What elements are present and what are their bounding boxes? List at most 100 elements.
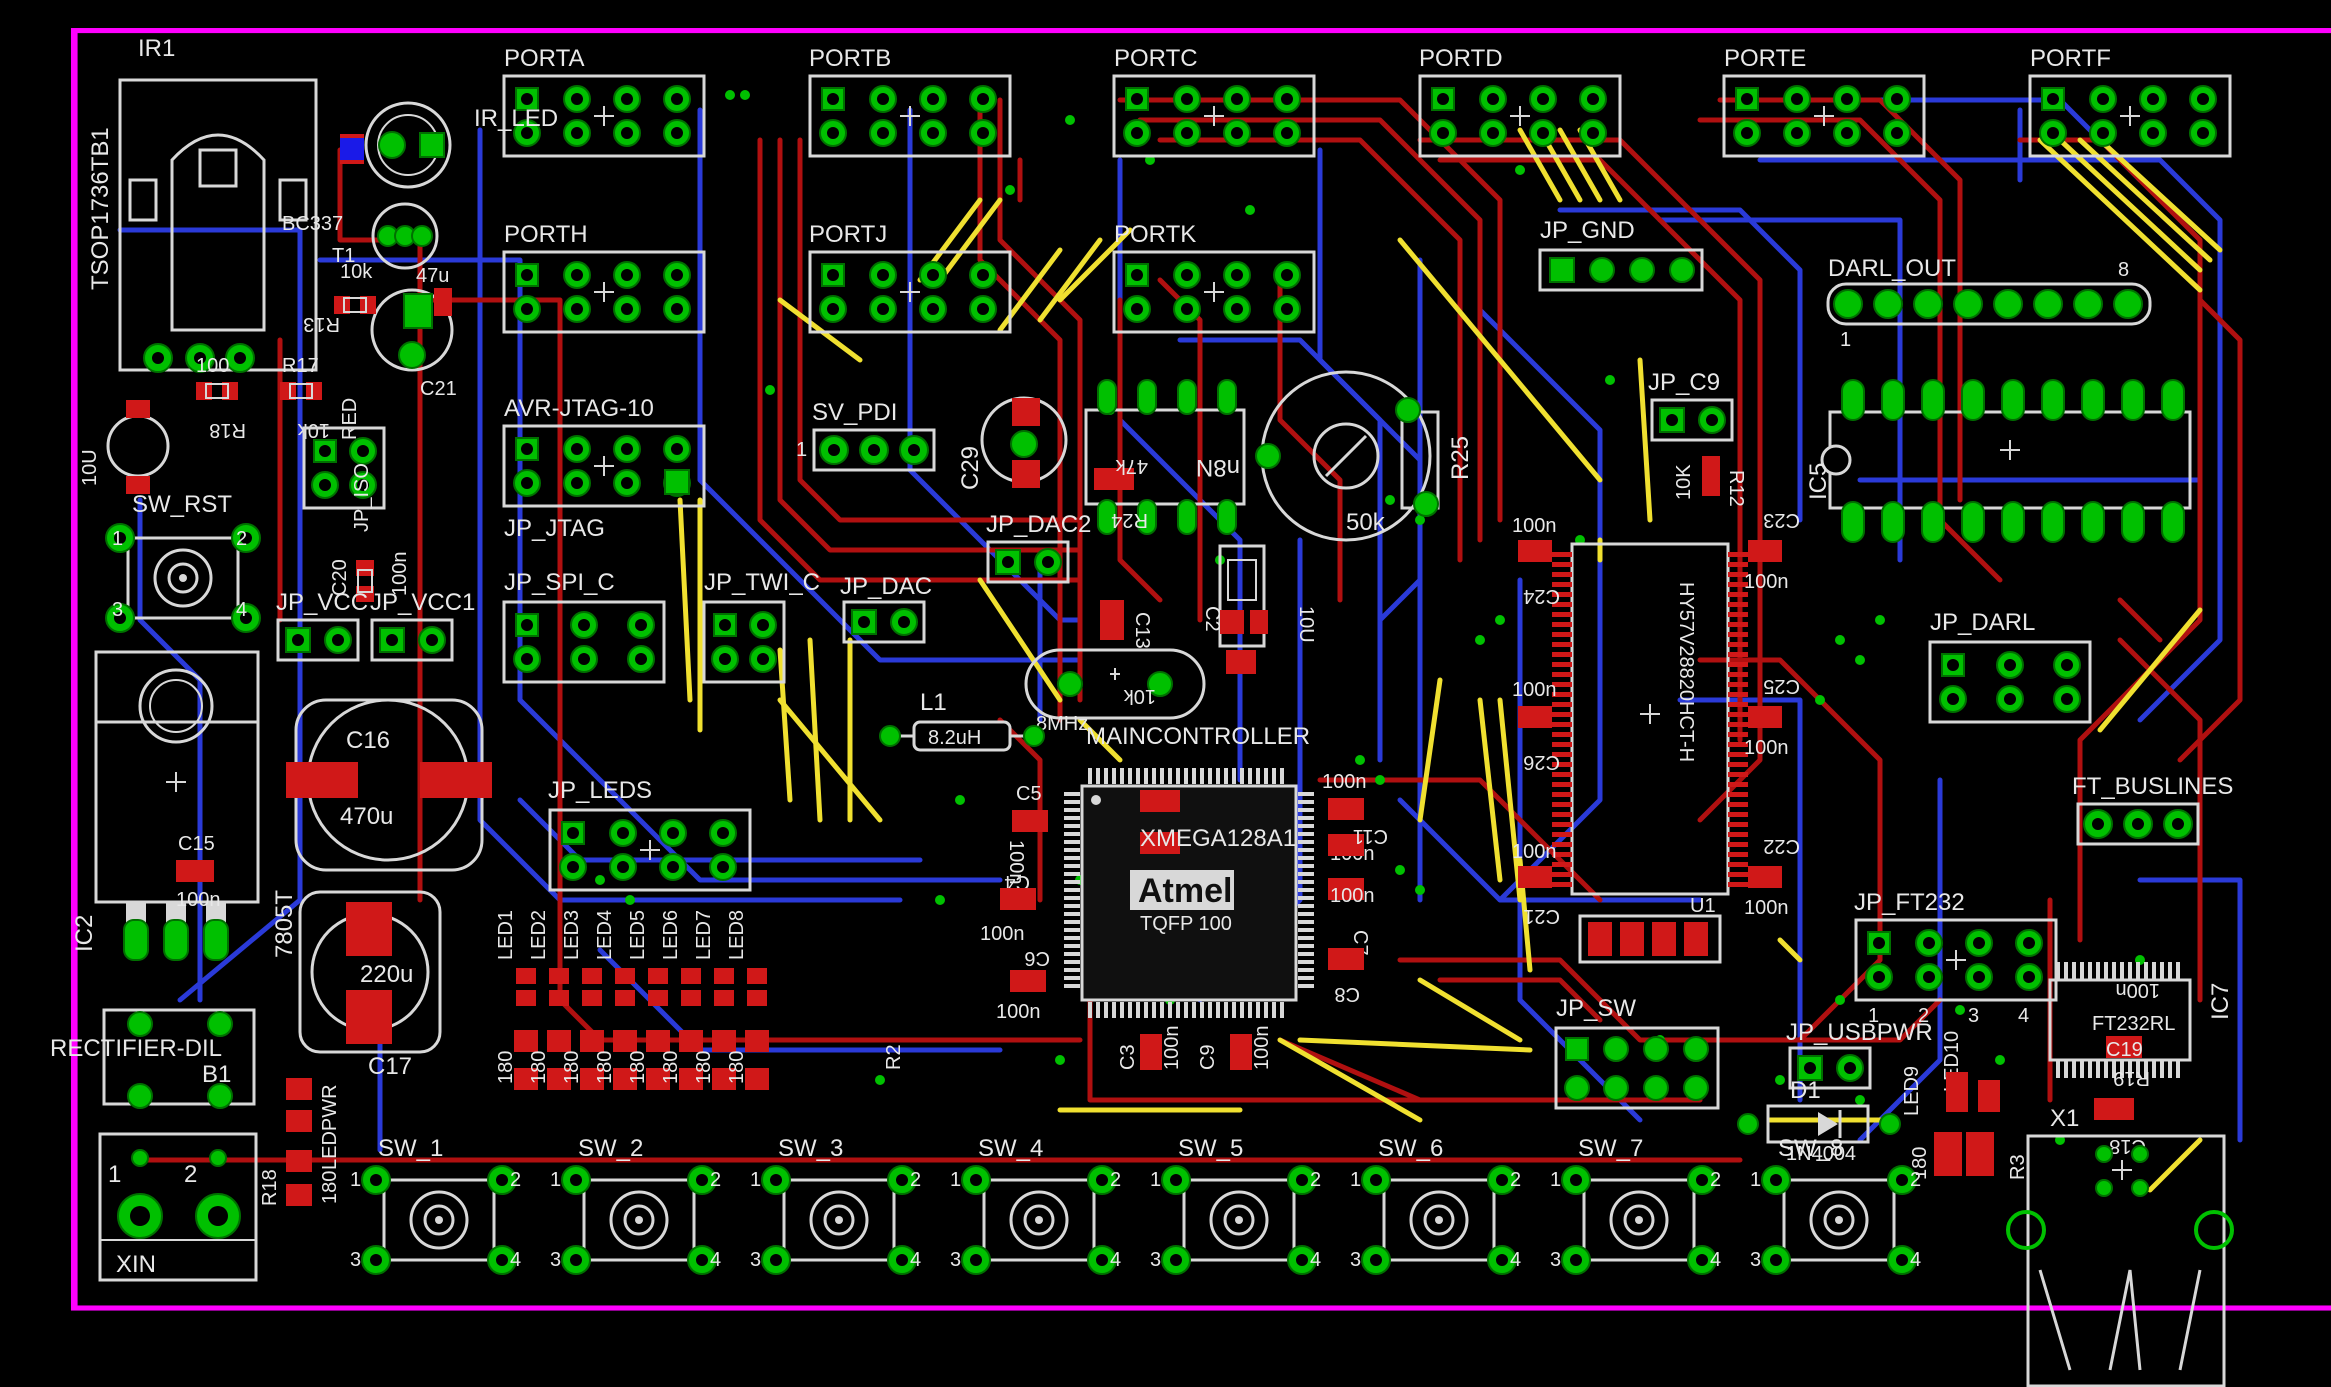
svg-text:2: 2	[710, 1169, 721, 1191]
ic7-label: IC7	[2207, 983, 2234, 1020]
rectifier-b1: RECTIFIER-DIL B1	[50, 1008, 256, 1109]
led-resistor-label: 180	[726, 1051, 748, 1084]
svg-text:4: 4	[1710, 1249, 1721, 1271]
r180-led9-label: 180	[1909, 1147, 1931, 1180]
jp-darl: JP_DARL	[1928, 609, 2092, 724]
switch-label: SW_6	[1378, 1135, 1443, 1162]
voltage-regulator-ic2: C15 100n IC2 7805T	[71, 650, 298, 961]
svg-text:1: 1	[550, 1169, 561, 1191]
svg-text:4: 4	[1910, 1249, 1921, 1271]
d1-label: D1	[1790, 1077, 1821, 1104]
svg-text:1: 1	[1150, 1169, 1161, 1191]
c9-label: C9	[1197, 1044, 1219, 1070]
c6-label: C6	[1024, 947, 1050, 969]
r2-label: R2	[883, 1044, 905, 1070]
r13-label: R13	[303, 313, 340, 335]
svg-text:4: 4	[236, 599, 247, 621]
jp-leds-label: JP_LEDS	[548, 777, 652, 804]
svg-text:3: 3	[1750, 1249, 1761, 1271]
svg-text:1: 1	[1750, 1169, 1761, 1191]
svg-text:3: 3	[350, 1249, 361, 1271]
c470u-label: 470u	[340, 803, 393, 830]
jp-jtag-label: JP_JTAG	[504, 515, 605, 542]
c17-label: C17	[368, 1053, 412, 1080]
atmel-logo: Atmel	[1138, 872, 1232, 910]
ic-op-amp: n8N 47k R24	[1084, 379, 1246, 535]
capacitor-c16: C16 470u	[286, 698, 492, 872]
c25-value: 100n	[1744, 737, 1789, 759]
port-headers: PORTA IR_LED PORTB PORTC PORTD PORTE POR…	[474, 45, 2232, 334]
reset-area: 10U SW_RST 1 2 3 4	[79, 400, 262, 634]
jp-vcc-label: JP_VCC	[276, 589, 368, 616]
ir-receiver-ir1: IR1 TSOP1736TB1	[87, 35, 318, 373]
l1-label: L1	[920, 689, 947, 716]
svg-text:4: 4	[910, 1249, 921, 1271]
svg-text:3: 3	[1150, 1249, 1161, 1271]
r47k-label: 47k	[1115, 455, 1148, 477]
svg-text:3: 3	[1550, 1249, 1561, 1271]
r10k-d-label: 10k	[1123, 685, 1156, 707]
jp-gnd: JP_GND	[1538, 217, 1704, 292]
led-resistor-label: 180	[594, 1051, 616, 1084]
ft232rl-ic7: FT232RL 100n C19 IC7 R19 C18	[2048, 962, 2234, 1157]
c8-label: C8	[1334, 983, 1360, 1005]
led-resistor-label: 180	[693, 1051, 715, 1084]
led-label: LED4	[594, 910, 616, 960]
c11-label: C11	[1353, 825, 1388, 847]
b1-label: B1	[202, 1061, 231, 1088]
u1-label: U1	[1690, 895, 1716, 917]
jp-twi-c-label: JP_TWI_C	[704, 569, 820, 596]
jp-vcc1-label: JP_VCC1	[370, 589, 475, 616]
darl-pin8: 8	[2118, 259, 2129, 281]
maincontroller-label: MAINCONTROLLER	[1086, 723, 1310, 750]
r100-label: 100	[196, 355, 229, 377]
led-label: LED1	[495, 910, 517, 960]
svg-text:2: 2	[1910, 1169, 1921, 1191]
c21-label: C21	[420, 378, 457, 400]
svg-text:4: 4	[1110, 1249, 1121, 1271]
c19-label: C19	[2106, 1039, 2143, 1061]
c24-label: C24	[1523, 585, 1560, 607]
led-resistor-label: 180	[561, 1051, 583, 1084]
svg-text:2: 2	[1310, 1169, 1321, 1191]
tantalum-cap: 10U C2	[1201, 544, 1317, 674]
n4004-label: 1N4004	[1786, 1143, 1856, 1165]
usb-power-area: JP_USBPWR D1 1N4004 LED9 LED10 180 R3	[1737, 1019, 2029, 1180]
c29-label: C29	[957, 446, 984, 490]
jp-usbpwr-label: JP_USBPWR	[1786, 1019, 1933, 1046]
c26-value: 100n	[1512, 679, 1557, 701]
ft232rl-label: FT232RL	[2092, 1013, 2175, 1035]
bc337-label: BC337	[282, 213, 343, 235]
main-controller: MAINCONTROLLER XMEGA128A1 Atmel TQFP 100	[1064, 723, 1314, 1018]
board-outline	[70, 28, 2331, 1311]
c23-label: C23	[1763, 509, 1800, 531]
c13-label: C13	[1131, 612, 1153, 649]
usb-connector-x1: X1	[2006, 1105, 2234, 1387]
porte-label: PORTE	[1724, 45, 1806, 72]
x1-label: X1	[2050, 1105, 2079, 1132]
jp-darl-label: JP_DARL	[1930, 609, 2035, 636]
ledpwr-label: LEDPWR	[319, 1084, 341, 1170]
portd-label: PORTD	[1419, 45, 1503, 72]
mhz-label: 8MHz	[1036, 713, 1088, 735]
led-label: LED6	[660, 910, 682, 960]
capacitor-c17: 220u C17	[298, 890, 442, 1080]
capacitor-c29: C29	[957, 396, 1068, 490]
svg-text:1: 1	[1350, 1169, 1361, 1191]
jp-ft232: JP_FT232 1 2 3 4	[1854, 889, 2058, 1027]
power-input-xin: 1 2 XIN	[98, 1132, 258, 1282]
svg-text:3: 3	[112, 599, 123, 621]
jp-sw: JP_SW	[1554, 995, 1720, 1110]
led-row: LED1180LED2180LED3180LED4180LED5180LED61…	[495, 910, 905, 1090]
ft232-pin3: 3	[1968, 1005, 1979, 1027]
switch-label: SW_1	[378, 1135, 443, 1162]
